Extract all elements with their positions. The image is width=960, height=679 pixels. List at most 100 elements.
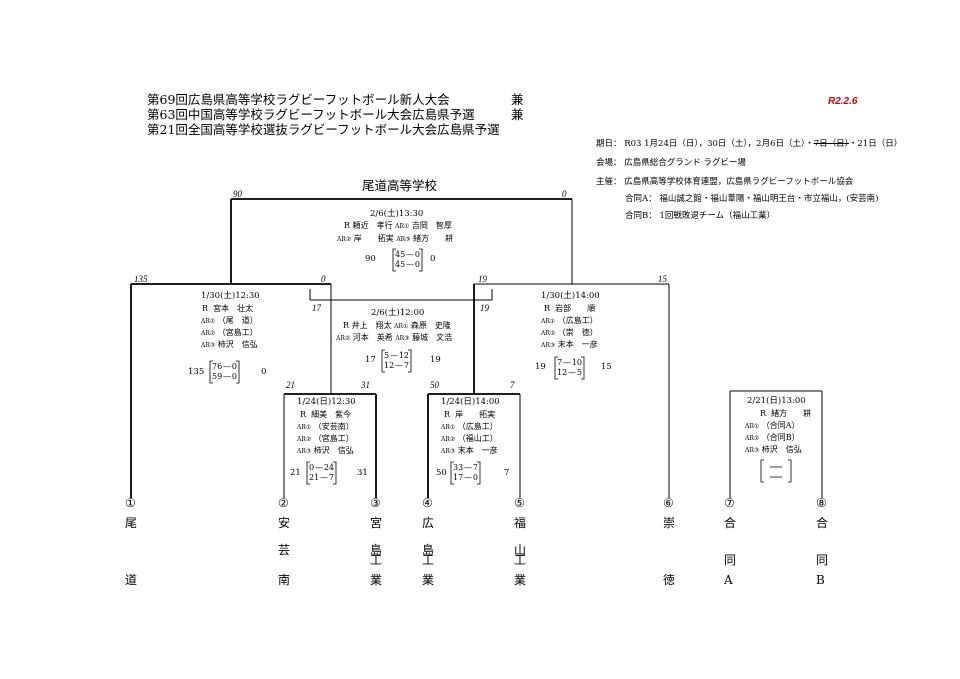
half-score-right: 0 — [414, 260, 420, 269]
sf1-ar1: AR① （尾 道） — [201, 317, 258, 325]
r1a-ar3: AR③ 柿沢 信弘 — [297, 447, 354, 455]
r1a-half-1: 0—24 — [309, 464, 334, 472]
score-dash: — — [223, 362, 232, 371]
final-total-right: 0 — [430, 254, 436, 264]
ar-label: AR① — [394, 323, 409, 330]
sf2-referee: R 岩部 順 — [544, 305, 595, 313]
final-officials-row1: R 頼近 孝行 AR① 吉岡 智厚 — [344, 222, 452, 230]
referee-name: 頼近 孝行 — [352, 221, 393, 230]
r1b-total-left: 50 — [436, 468, 447, 478]
qf2-halftime-bracket-right — [408, 349, 412, 373]
half-score-right: 0 — [231, 372, 237, 381]
r1a-score-right: 31 — [361, 380, 370, 390]
qf2-date: 2/6(土)12:00 — [371, 308, 425, 318]
ar-name: 藤城 文浩 — [412, 333, 453, 342]
sf1-date: 1/30(土)12:30 — [201, 291, 260, 301]
score-dash: — — [464, 463, 473, 472]
r1a-ar1: AR① （安芸南） — [297, 423, 354, 431]
ken-1: 兼 — [511, 92, 524, 107]
team-7-char: A — [724, 573, 733, 587]
ar-label: AR② — [745, 435, 760, 442]
r1a-total-right: 31 — [357, 468, 368, 478]
team-5-char: 福 — [514, 516, 527, 530]
ar-name: （合同B） — [761, 433, 800, 442]
score-dash: — — [320, 473, 329, 482]
team-2-char: 安 — [278, 516, 291, 530]
joint-b-row: 合同B： 1回戦敗退チーム（福山工業） — [625, 211, 776, 221]
ar-label: AR③ — [745, 447, 760, 454]
sf1-halftime-bracket-left — [209, 360, 213, 384]
qf2-half-2: 12—7 — [384, 362, 409, 370]
half-score-right: 0 — [414, 250, 420, 259]
half-score-left: 5 — [384, 351, 390, 360]
team-1-number: ① — [125, 496, 136, 510]
r1a-score-left: 21 — [286, 380, 295, 390]
final-score-right: 0 — [562, 189, 567, 199]
score-dash: — — [395, 361, 404, 370]
venue-text: 広島県総合グランド ラグビー場 — [624, 158, 746, 168]
ar-name: 森原 史隆 — [410, 321, 451, 330]
ar-name: 末本 一彦 — [557, 340, 598, 349]
sf2-ar1: AR① （広島工） — [541, 317, 598, 325]
r1a-ar2: AR② （宮島工） — [297, 435, 354, 443]
ar-name: （崇 徳） — [557, 328, 598, 337]
ar-name: 柿沢 信弘 — [313, 446, 354, 455]
score-dash: — — [464, 473, 473, 482]
ar-label: AR③ — [396, 236, 411, 243]
r1a-halftime-bracket-left — [306, 461, 310, 485]
ar-label: AR② — [337, 236, 352, 243]
ar-label: AR③ — [297, 448, 312, 455]
qf2-officials-row2: AR② 河本 英希 AR③ 藤城 文浩 — [336, 334, 452, 342]
final-date: 2/6(土)13:30 — [370, 209, 424, 219]
r1b-ar3: AR③ 末本 一彦 — [441, 447, 498, 455]
qf2-total-right: 19 — [430, 355, 441, 365]
period-row: 期日： R03 1月24日（日），30日（土），2月6日（土）・7日（日）・21… — [596, 140, 902, 149]
sf1-half-1: 76—0 — [212, 363, 237, 371]
referee-label: R — [344, 221, 351, 230]
ar-label: AR② — [297, 436, 312, 443]
half-score-left: 12 — [384, 361, 395, 370]
joint-ar3: AR③ 柿沢 信弘 — [745, 446, 802, 454]
half-score-right: 24 — [323, 463, 334, 472]
referee-name: 岸 拓実 — [455, 410, 496, 419]
period-label: 期日： — [596, 139, 622, 149]
champion-name: 尾道高等学校 — [362, 178, 438, 193]
sf1-ar3: AR③ 柿沢 信弘 — [201, 341, 258, 349]
ken-2: 兼 — [511, 107, 524, 122]
ar-label: AR① — [541, 318, 556, 325]
venue-row: 会場： 広島県総合グランド ラグビー場 — [596, 159, 746, 168]
ar-name: （宮島工） — [217, 328, 258, 337]
half-score-right: 10 — [571, 358, 582, 367]
score-dash: — — [406, 260, 415, 269]
team-4-number: ④ — [422, 496, 433, 510]
r1b-referee: R 岸 拓実 — [444, 411, 495, 419]
ar-label: AR② — [336, 335, 351, 342]
sf1-score-right: 0 — [321, 274, 326, 284]
team-5-char: 業 — [514, 573, 527, 587]
team-2-number: ② — [278, 496, 289, 510]
sf2-date: 1/30(土)14:00 — [541, 291, 600, 301]
team-6-number: ⑥ — [663, 496, 674, 510]
ar-label: AR① — [297, 424, 312, 431]
sf1-halftime-bracket-right — [236, 360, 240, 384]
ar-name: （広島工） — [457, 422, 498, 431]
half-score-left: 59 — [212, 372, 223, 381]
ar-name: 岸 拓実 — [353, 234, 394, 243]
r1b-half-1: 33—7 — [453, 464, 478, 472]
venue-label: 会場： — [596, 158, 622, 168]
ar-label: AR③ — [441, 448, 456, 455]
ar-label: AR③ — [201, 342, 216, 349]
r1a-date: 1/24(日)12:30 — [297, 397, 356, 407]
r1b-ar1: AR① （広島工） — [441, 423, 498, 431]
ar-label: AR③ — [395, 335, 410, 342]
ar-name: 末本 一彦 — [457, 446, 498, 455]
referee-name: 岩部 順 — [555, 304, 596, 313]
ar-name: 河本 英希 — [352, 333, 393, 342]
team-3-number: ③ — [370, 496, 381, 510]
team-4-char: 工 — [422, 553, 435, 567]
half-score-left: 45 — [395, 250, 406, 259]
r1b-score-left: 50 — [430, 380, 439, 390]
sf1-total-left: 135 — [188, 367, 205, 377]
r1a-half-2: 21—7 — [309, 474, 334, 482]
